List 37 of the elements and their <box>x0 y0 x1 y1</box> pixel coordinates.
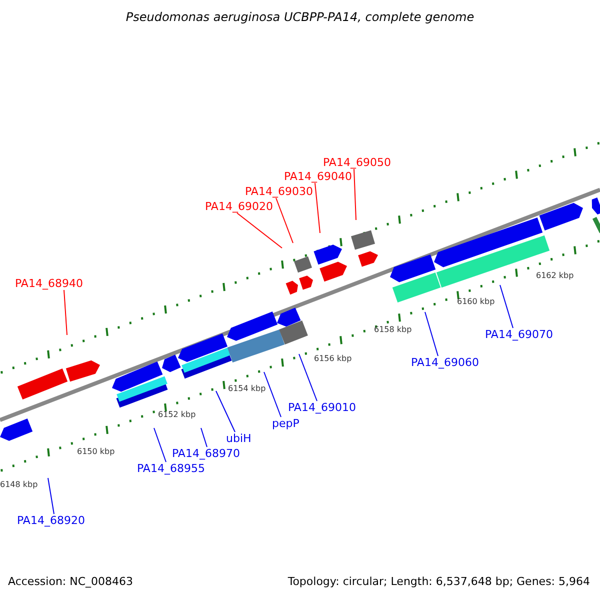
leader-line <box>500 284 514 328</box>
gene-label: PA14_68955 <box>137 462 205 475</box>
gene-label: PA14_68940 <box>15 277 83 290</box>
scale-label: 6160 kbp <box>457 297 495 307</box>
leader-line <box>236 212 282 248</box>
gene-label: PA14_68920 <box>17 514 85 527</box>
leader-line <box>298 354 318 402</box>
scale-label: 6150 kbp <box>77 447 115 457</box>
leader-line <box>424 312 438 356</box>
leader-line <box>264 372 282 418</box>
leader-line <box>216 390 236 432</box>
gene-label: PA14_68970 <box>172 447 240 460</box>
gene-label: PA14_69050 <box>323 156 391 169</box>
leader-line <box>354 168 356 220</box>
leader-line <box>314 182 320 234</box>
scale-label: 6148 kbp <box>0 480 38 490</box>
leader-line <box>276 198 294 244</box>
scale-label: 6152 kbp <box>158 410 196 420</box>
scale-label: 6162 kbp <box>536 271 574 281</box>
leader-line <box>64 290 68 336</box>
gene-label: PA14_69010 <box>288 401 356 414</box>
scale-label: 6156 kbp <box>314 354 352 364</box>
gene-label: PA14_69030 <box>245 185 313 198</box>
gene-label: ubiH <box>226 432 252 445</box>
footer-text: Accession: NC_008463 <box>8 575 134 588</box>
gene-label: PA14_69020 <box>205 200 273 213</box>
title: Pseudomonas aeruginosa UCBPP-PA14, complete genome <box>124 11 476 24</box>
gene-label: PA14_69060 <box>411 356 479 369</box>
gene-label: PA14_69070 <box>485 328 553 341</box>
leader-line <box>154 428 166 462</box>
gene-label: pepP <box>272 417 300 430</box>
scale-label: 6154 kbp <box>228 384 266 394</box>
gene-label: PA14_69040 <box>284 170 352 183</box>
leader-line <box>48 478 54 514</box>
footer-text: Topology: circular; Length: 6,537,648 bp; Genes: 5,964 <box>288 575 590 588</box>
leader-line <box>200 428 208 448</box>
scale-label: 6158 kbp <box>374 325 412 335</box>
